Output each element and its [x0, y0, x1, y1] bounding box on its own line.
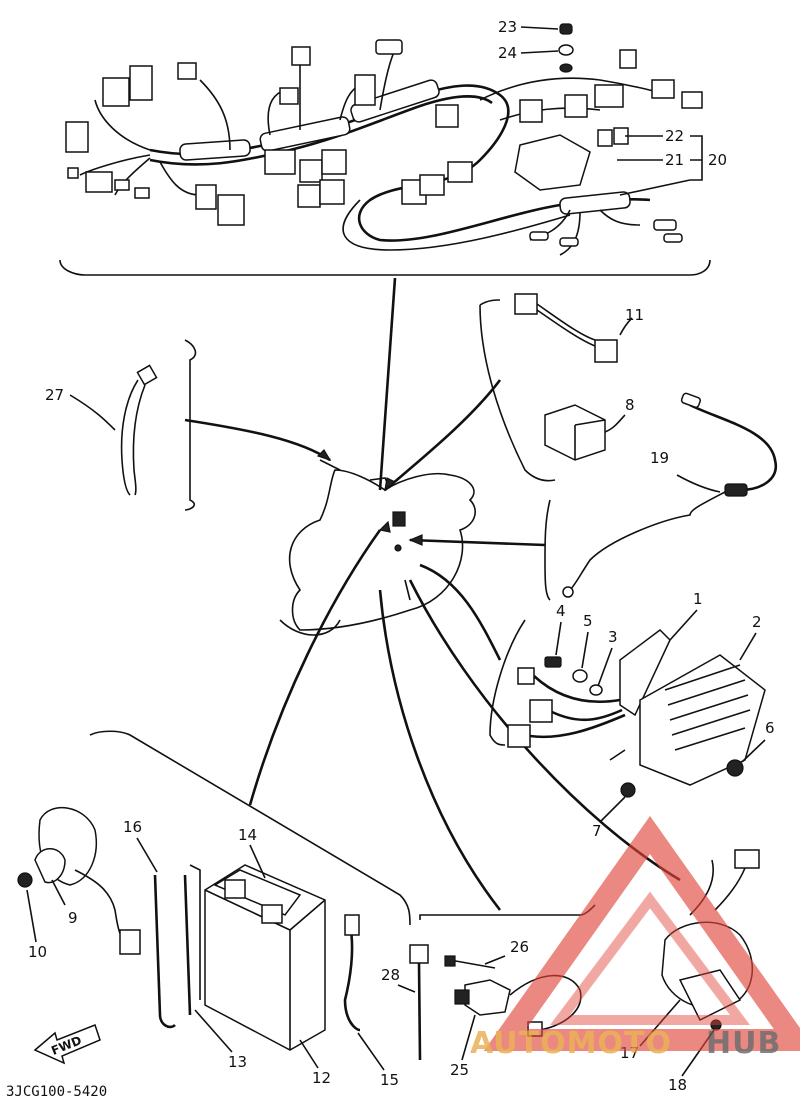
part-11-8-relays	[479, 293, 633, 482]
callout-27: 27	[45, 386, 64, 404]
leader-lines	[184, 277, 681, 911]
callout-26: 26	[510, 938, 529, 956]
watermark-triangle-logo	[483, 815, 800, 1051]
callout-18: 18	[668, 1076, 687, 1094]
callout-1: 1	[693, 590, 703, 608]
callout-11: 11	[625, 306, 644, 324]
callout-10: 10	[28, 943, 47, 961]
callout-28: 28	[381, 966, 400, 984]
callout-20: 20	[708, 151, 727, 169]
callout-8: 8	[625, 396, 635, 414]
callout-7: 7	[592, 822, 602, 840]
wire-harness	[59, 23, 711, 276]
callout-9: 9	[68, 909, 78, 927]
callout-5: 5	[583, 612, 593, 630]
callout-6: 6	[765, 719, 775, 737]
automotohub-watermark: AUTOMOTO HUB	[470, 815, 800, 1061]
callout-16: 16	[123, 818, 142, 836]
watermark-brand-secondary: HUB	[706, 1026, 781, 1061]
part-19-earth-lead	[544, 392, 778, 601]
callout-13: 13	[228, 1053, 247, 1071]
catalog-code: 3JCG100-5420	[6, 1084, 107, 1100]
part-9-10-starter-relay	[17, 806, 141, 955]
callout-2: 2	[752, 613, 762, 631]
callout-4: 4	[556, 602, 566, 620]
callout-23: 23	[498, 18, 517, 36]
callout-22: 22	[665, 127, 684, 145]
motorcycle-outline	[279, 459, 476, 636]
callout-12: 12	[312, 1069, 331, 1087]
callout-3: 3	[608, 628, 618, 646]
part-1-7-regulator	[489, 619, 766, 798]
callout-24: 24	[498, 44, 517, 62]
callout-15: 15	[380, 1071, 399, 1089]
part-12-16-battery	[89, 730, 411, 1051]
callout-21: 21	[665, 151, 684, 169]
watermark-brand-primary: AUTOMOTO	[470, 1026, 672, 1061]
callout-14: 14	[238, 826, 257, 844]
callout-25: 25	[450, 1061, 469, 1079]
part-27-switch-lead	[69, 339, 197, 511]
callout-19: 19	[650, 449, 669, 467]
fwd-arrow	[33, 1024, 101, 1065]
